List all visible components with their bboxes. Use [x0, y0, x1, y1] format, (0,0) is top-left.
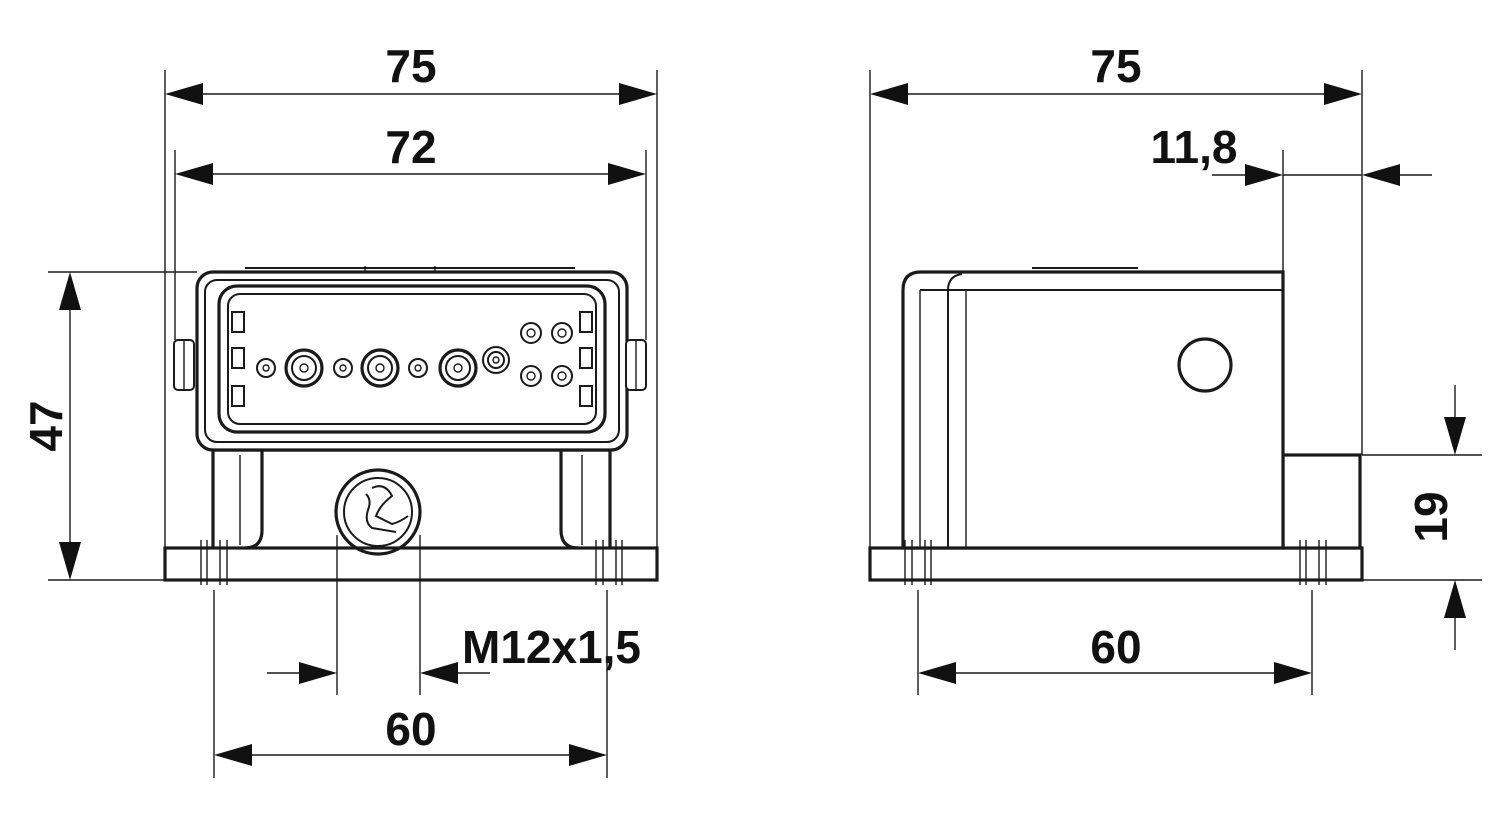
dim-front-overall-width: 75 — [164, 40, 658, 548]
cable-entry-m12 — [334, 468, 422, 556]
front-left-foot — [211, 450, 264, 550]
dim-label-75-side: 75 — [1090, 40, 1141, 92]
dim-side-offset: 11,8 — [1151, 121, 1432, 272]
front-base-plate — [163, 546, 659, 582]
dim-label-thread: M12x1,5 — [462, 621, 641, 673]
dim-front-mount-spacing: 60 — [213, 590, 608, 778]
side-base-plate — [868, 546, 1364, 582]
dim-label-60-front: 60 — [385, 703, 436, 755]
side-low-block — [1281, 453, 1362, 550]
dim-front-height: 47 — [20, 271, 197, 581]
dim-side-overall-length: 75 — [869, 40, 1363, 548]
contacts — [256, 322, 573, 388]
dim-label-19: 19 — [1405, 491, 1457, 542]
side-round-window — [1177, 337, 1233, 393]
side-housing — [901, 270, 1285, 550]
front-mount-holes — [200, 540, 623, 585]
dim-label-11-8: 11,8 — [1151, 121, 1238, 173]
right-latch-slots — [579, 311, 593, 407]
dim-thread-size: M12x1,5 — [267, 535, 641, 695]
dim-side-base-height: 19 — [1362, 385, 1482, 650]
left-latch-slots — [231, 311, 245, 407]
side-view: 75 11,8 19 60 — [868, 40, 1482, 695]
side-mount-holes — [904, 540, 1327, 585]
dim-side-mount-spacing: 60 — [917, 590, 1313, 695]
dim-label-47: 47 — [20, 400, 72, 451]
dim-front-inner-width: 72 — [174, 121, 647, 340]
dim-label-60-side: 60 — [1090, 621, 1141, 673]
front-view: 75 72 47 M12x1,5 — [20, 40, 659, 778]
dim-label-72: 72 — [385, 121, 436, 173]
front-right-foot — [559, 450, 612, 550]
dim-label-75-front: 75 — [385, 40, 436, 92]
contact-insert-frame — [217, 284, 607, 434]
